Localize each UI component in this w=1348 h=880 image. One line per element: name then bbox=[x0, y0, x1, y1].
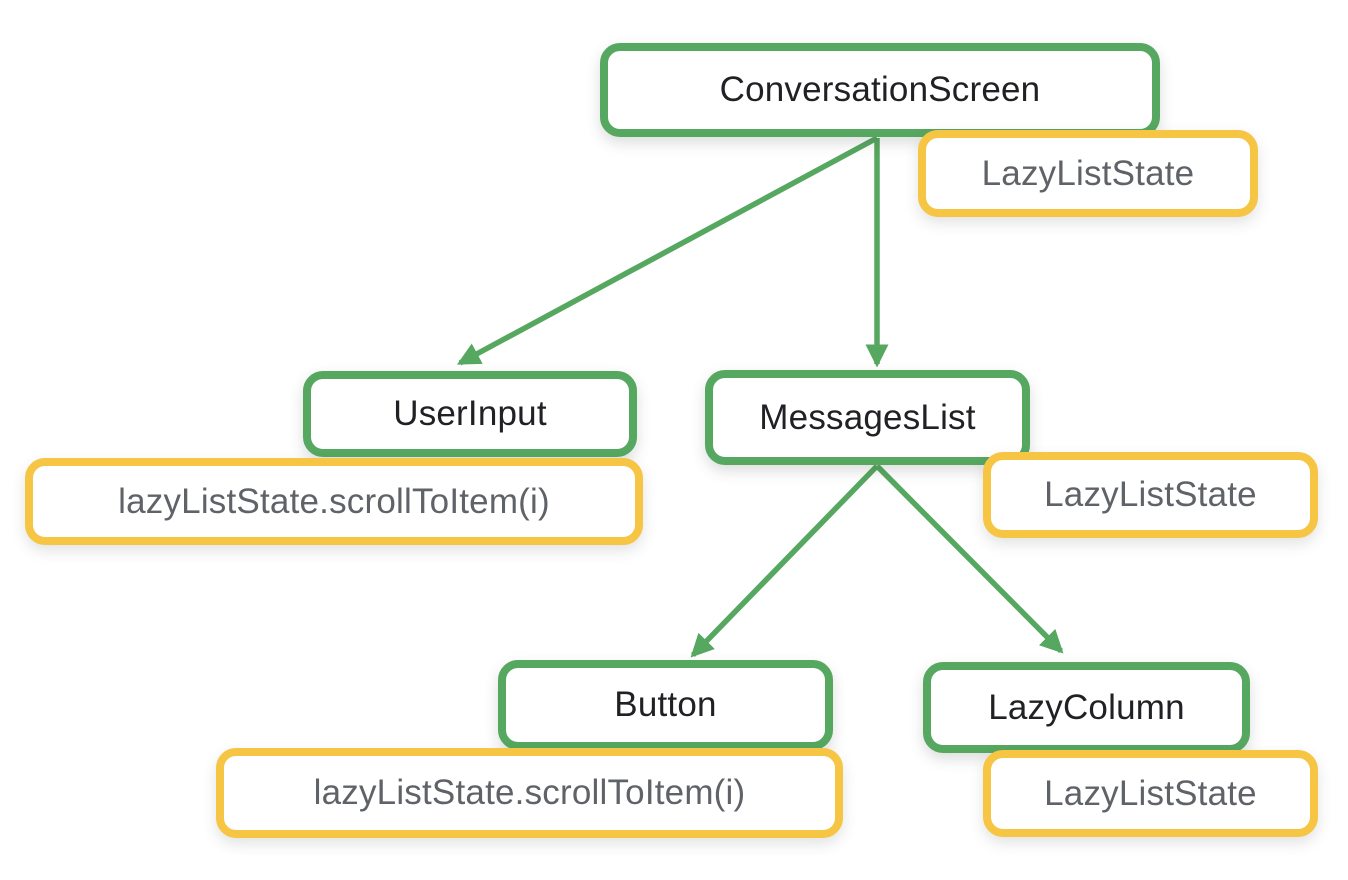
state-badge-lazy-column: LazyListState bbox=[983, 750, 1318, 837]
node-messages-list: MessagesList bbox=[705, 370, 1030, 465]
state-badge-user-input: lazyListState.scrollToItem(i) bbox=[25, 458, 643, 545]
node-label: Button bbox=[614, 685, 717, 724]
state-badge-messages-list: LazyListState bbox=[983, 452, 1318, 538]
state-label: LazyListState bbox=[1044, 475, 1257, 514]
state-badge-button: lazyListState.scrollToItem(i) bbox=[216, 748, 843, 838]
node-label: ConversationScreen bbox=[719, 70, 1041, 109]
node-label: UserInput bbox=[393, 394, 547, 433]
edge-messageslist-button bbox=[690, 464, 879, 658]
node-button: Button bbox=[498, 660, 833, 750]
state-label: lazyListState.scrollToItem(i) bbox=[313, 773, 746, 812]
node-lazy-column: LazyColumn bbox=[923, 662, 1250, 753]
state-badge-conversation-screen: LazyListState bbox=[918, 130, 1258, 217]
state-label: LazyListState bbox=[981, 153, 1195, 193]
node-label: LazyColumn bbox=[988, 687, 1185, 727]
state-label: LazyListState bbox=[1044, 773, 1257, 813]
node-label: MessagesList bbox=[759, 397, 976, 437]
state-label: lazyListState.scrollToItem(i) bbox=[118, 481, 550, 521]
edge-conversationscreen-userinput bbox=[456, 135, 879, 366]
node-user-input: UserInput bbox=[303, 371, 637, 457]
edge-messageslist-lazycolumn bbox=[875, 464, 1064, 654]
node-conversation-screen: ConversationScreen bbox=[600, 43, 1160, 137]
